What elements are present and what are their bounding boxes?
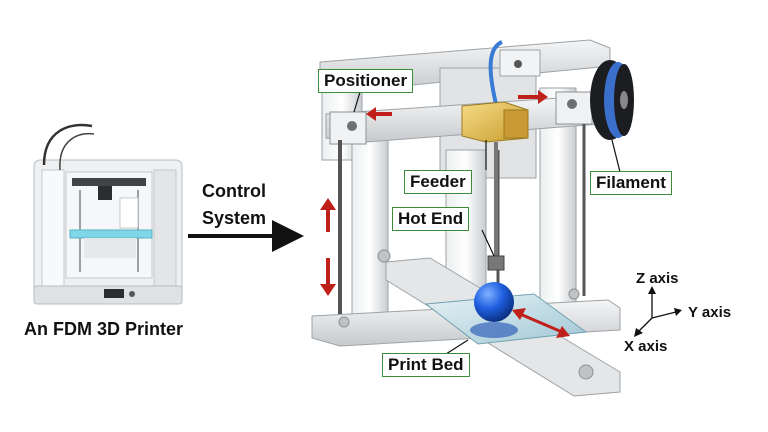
printer-schematic <box>311 39 634 397</box>
control-system-line1: Control <box>202 181 266 201</box>
axis-y-label: Y axis <box>688 304 732 321</box>
label-filament: Filament <box>590 171 672 195</box>
axis-z-label: Z axis <box>636 270 679 287</box>
axis-x-label: X axis <box>624 338 668 355</box>
printer-illustration <box>33 123 183 305</box>
label-print-bed: Print Bed <box>382 353 470 377</box>
label-hot-end: Hot End <box>392 207 470 231</box>
label-feeder: Feeder <box>404 170 472 194</box>
printer-caption: An FDM 3D Printer <box>24 319 184 339</box>
label-leaders <box>353 91 621 355</box>
axis-indicator <box>634 286 682 337</box>
motion-arrows <box>320 90 570 338</box>
label-positioner: Positioner <box>318 69 414 93</box>
control-system-line2: System <box>202 208 267 228</box>
